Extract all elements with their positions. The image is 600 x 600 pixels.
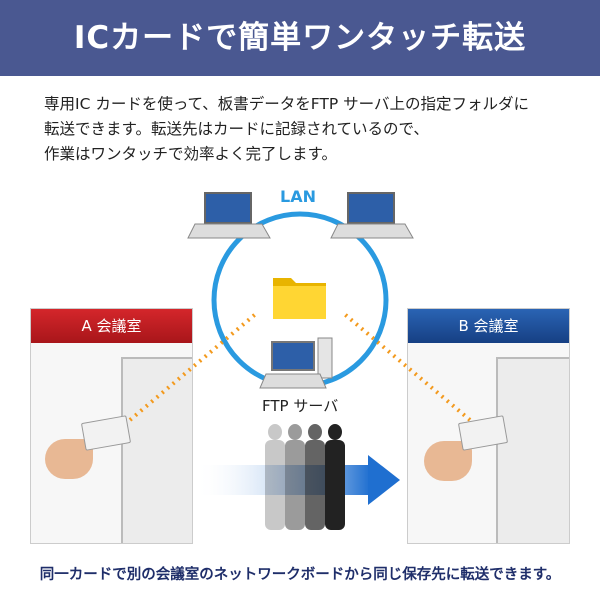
intro-line: 転送できます。転送先はカードに記録されているので、: [44, 120, 429, 138]
room-a-label: A 会議室: [31, 309, 192, 343]
transfer-dots: [128, 310, 260, 422]
folder-icon: [273, 278, 326, 319]
transfer-dots: [340, 310, 472, 422]
laptop-icon: [187, 192, 271, 239]
server-pc-icon: [259, 337, 333, 389]
walking-people-icon: [265, 424, 345, 530]
lan-label: LAN: [276, 187, 320, 206]
network-board-icon: [496, 357, 569, 543]
room-b-panel: B 会議室: [407, 308, 570, 544]
page-title: ICカードで簡単ワンタッチ転送: [0, 0, 600, 76]
intro-line: 専用IC カードを使って、板書データをFTP サーバ上の指定フォルダに: [44, 95, 530, 113]
room-b-label: B 会議室: [408, 309, 569, 343]
footer-caption: 同一カードで別の会議室のネットワークボードから同じ保存先に転送できます。: [39, 567, 561, 583]
network-board-icon: [121, 357, 192, 543]
ftp-server-label: FTP サーバ: [262, 397, 339, 415]
laptop-icon: [330, 192, 414, 239]
room-a-panel: A 会議室: [30, 308, 193, 544]
intro-line: 作業はワンタッチで効率よく完了します。: [44, 145, 337, 163]
intro-text: 専用IC カードを使って、板書データをFTP サーバ上の指定フォルダに 転送でき…: [44, 92, 574, 167]
